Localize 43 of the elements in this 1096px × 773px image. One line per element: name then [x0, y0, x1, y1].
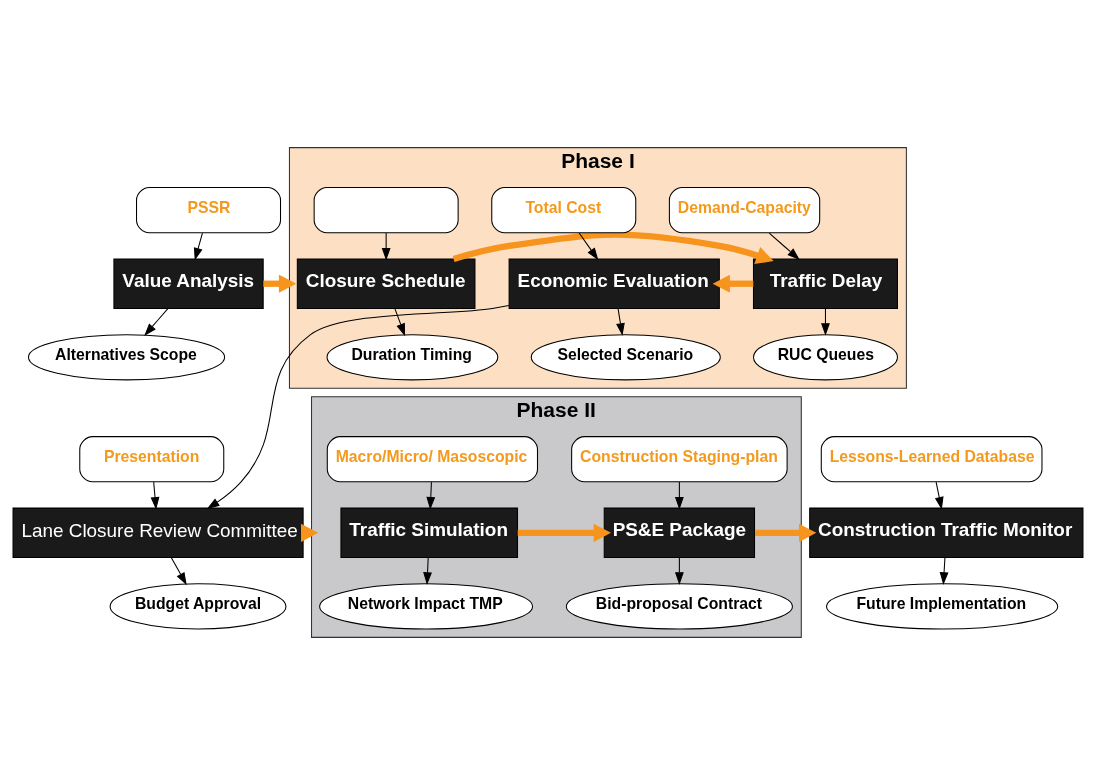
- node-ellipse: RUC Queues: [752, 334, 898, 381]
- arrow: [939, 557, 949, 585]
- arrow: [150, 481, 160, 510]
- arrow: [768, 232, 800, 261]
- arrow: [426, 481, 436, 510]
- node-box: Construction Traffic Monitor: [809, 507, 1084, 559]
- arrow: [616, 308, 625, 336]
- node-ellipse: Bid-proposal Contract: [565, 583, 793, 630]
- arrow: [517, 523, 611, 542]
- node-box: PS&E Package: [603, 507, 756, 559]
- node-ellipse: Budget Approval: [109, 583, 287, 630]
- node-ellipse: Selected Scenario: [530, 334, 721, 381]
- arrow: [674, 481, 684, 510]
- arrow: [578, 232, 599, 261]
- node-box: Economic Evaluation: [508, 258, 720, 309]
- arrow: [934, 481, 944, 510]
- node-box: [313, 187, 459, 234]
- node-ellipse: Alternatives Scope: [27, 334, 226, 381]
- node-box: Lessons-Learned Database: [820, 436, 1043, 483]
- arrow: [206, 305, 510, 509]
- arrow: [144, 308, 169, 336]
- node-ellipse: Future Implementation: [826, 583, 1059, 630]
- arrow: [394, 308, 406, 337]
- arrow: [452, 231, 774, 265]
- node-ellipse: Network Impact TMP: [319, 583, 534, 630]
- node-box: Traffic Simulation: [340, 507, 519, 559]
- arrow: [263, 274, 297, 293]
- node-box: Total Cost: [491, 187, 637, 234]
- arrow: [170, 557, 187, 586]
- node-box: Construction Staging-plan: [571, 436, 788, 483]
- arrow: [381, 232, 391, 261]
- node-box: Demand-Capacity: [668, 187, 821, 234]
- node-box: Value Analysis: [113, 258, 264, 309]
- node-box: Presentation: [79, 436, 225, 483]
- node-ellipse: Duration Timing: [326, 334, 499, 381]
- arrow: [712, 274, 754, 293]
- arrow: [193, 232, 203, 261]
- node-box: Traffic Delay: [752, 258, 898, 309]
- node-box: Macro/Micro/ Masoscopic: [326, 436, 538, 483]
- node-box: Closure Schedule: [296, 258, 476, 309]
- arrow: [423, 557, 432, 585]
- node-box: PSSR: [136, 187, 282, 234]
- arrow: [755, 523, 817, 542]
